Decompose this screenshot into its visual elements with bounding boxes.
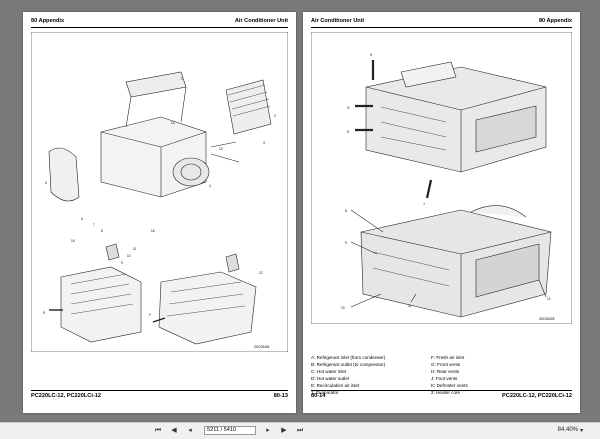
legend-item-e: E: Recirculation air inlet xyxy=(311,383,360,389)
legend-item-a: A: Refrigerant inlet (from condenser) xyxy=(311,355,386,360)
right-footer-model: PC220LC-12, PC220LCi-12 xyxy=(502,393,572,399)
legend-item-g: G: Front vents xyxy=(431,362,461,368)
zoom-level[interactable]: 84.40% xyxy=(557,427,578,433)
legend-item-1: 1: Evaporator xyxy=(311,390,339,396)
right-page-number: 80-14 xyxy=(311,393,326,399)
figure-code-right: G0C05405 xyxy=(539,317,555,321)
callout-13: 13 xyxy=(219,147,223,151)
arrow-label-f: F xyxy=(149,313,151,317)
callout-16: 16 xyxy=(151,229,155,233)
right-assembly-diagram: H G K J 8 9 10 11 12 G0C05405 xyxy=(311,32,572,324)
callout-1: 1 xyxy=(181,77,183,81)
right-footer-rule xyxy=(311,390,572,391)
assembly-view-drawing: H G K J 8 9 10 11 12 G0C05405 xyxy=(311,32,572,324)
callout-12: 12 xyxy=(547,297,551,301)
right-header-title: Air Conditioner Unit xyxy=(311,18,365,24)
legend-item-f: F: Fresh air inlet xyxy=(431,355,465,360)
arrow-label-j: J xyxy=(423,202,425,206)
first-page-icon[interactable]: ⏮ xyxy=(154,427,162,434)
legend-item-j: J: Foot vents xyxy=(431,376,458,382)
callout-9: 9 xyxy=(121,261,123,265)
callout-11: 11 xyxy=(408,304,412,308)
callout-14: 14 xyxy=(171,121,175,125)
callout-8: 8 xyxy=(101,229,103,233)
legend-item-d: D: Hot water outlet xyxy=(311,376,350,382)
callout-4: 4 xyxy=(209,184,211,188)
zoom-dropdown-icon[interactable]: ▾ xyxy=(580,428,584,434)
callout-11: 11 xyxy=(133,247,137,251)
right-header-section: 80 Appendix xyxy=(538,18,572,24)
exploded-view-drawing: E F 1 2 3 4 5 6 7 8 9 10 11 12 13 14 15 … xyxy=(31,32,288,352)
arrow-label-g: G xyxy=(347,106,350,110)
prev-page-icon[interactable]: ◀ xyxy=(171,427,177,434)
callout-10: 10 xyxy=(127,254,131,258)
legend-item-k: K: Defroster vents xyxy=(431,383,468,389)
page-forward-icon[interactable]: ▸ xyxy=(266,427,270,434)
viewer-toolbar: ⏮ ◀ ◂ ▸ ▶ ⏭ 84.40% ▾ xyxy=(0,422,600,439)
legend-item-c: C: Hot water inlet xyxy=(311,369,347,375)
figure-code-left: G0C05404 xyxy=(254,345,270,349)
callout-9: 9 xyxy=(345,241,347,245)
page-number-input[interactable] xyxy=(204,426,256,435)
left-footer-rule xyxy=(31,390,288,391)
right-header-rule xyxy=(311,27,572,28)
callout-3: 3 xyxy=(263,141,265,145)
callout-12: 12 xyxy=(259,271,263,275)
legend-item-b: B: Refrigerant outlet (to compressor) xyxy=(311,362,386,368)
last-page-icon[interactable]: ⏭ xyxy=(296,427,304,434)
arrow-label-k: K xyxy=(347,130,350,134)
legend-column-left: A: Refrigerant inlet (from condenser) B:… xyxy=(311,354,385,397)
legend-item-h: H: Rear vents xyxy=(431,369,460,375)
left-header-title: Air Conditioner Unit xyxy=(234,18,288,24)
callout-15: 15 xyxy=(71,239,75,243)
callout-10: 10 xyxy=(341,306,345,310)
left-page-number: 80-13 xyxy=(273,393,288,399)
left-header-rule xyxy=(31,27,288,28)
callout-2: 2 xyxy=(274,114,276,118)
legend-column-right: F: Fresh air inlet G: Front vents H: Rea… xyxy=(431,354,468,397)
arrow-label-h: H xyxy=(370,53,373,57)
callout-7: 7 xyxy=(93,223,95,227)
callout-5: 5 xyxy=(45,181,47,185)
left-exploded-diagram: E F 1 2 3 4 5 6 7 8 9 10 11 12 13 14 15 … xyxy=(31,32,288,352)
arrow-label-e: E xyxy=(43,311,45,315)
page-back-icon[interactable]: ◂ xyxy=(188,427,192,434)
next-page-icon[interactable]: ▶ xyxy=(281,427,287,434)
callout-6: 6 xyxy=(81,217,83,221)
left-page: 80 Appendix Air Conditioner Unit xyxy=(23,12,296,413)
left-header-section: 80 Appendix xyxy=(31,18,65,24)
left-footer-model: PC220LC-12, PC220LCi-12 xyxy=(31,393,101,399)
legend-item-2: 2: Heater core xyxy=(431,390,461,396)
right-page: Air Conditioner Unit 80 Appendix xyxy=(303,12,580,413)
callout-8: 8 xyxy=(345,209,347,213)
